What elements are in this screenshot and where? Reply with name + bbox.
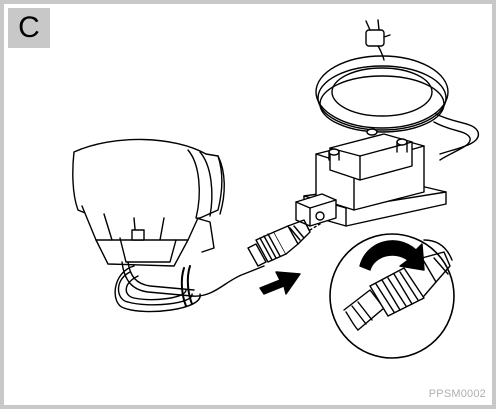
assembly-illustration	[72, 19, 479, 359]
pump-cable	[114, 261, 265, 313]
pump-unit	[72, 138, 225, 267]
screw-connector	[247, 219, 321, 267]
step-label: C	[8, 8, 50, 48]
rotate-arrow-icon	[359, 240, 425, 271]
power-plug-icon	[365, 19, 391, 47]
figure-code: PPSM0002	[428, 388, 486, 400]
control-box	[295, 128, 447, 227]
direction-arrow-icon	[259, 271, 301, 295]
power-cable-coil	[315, 41, 479, 161]
